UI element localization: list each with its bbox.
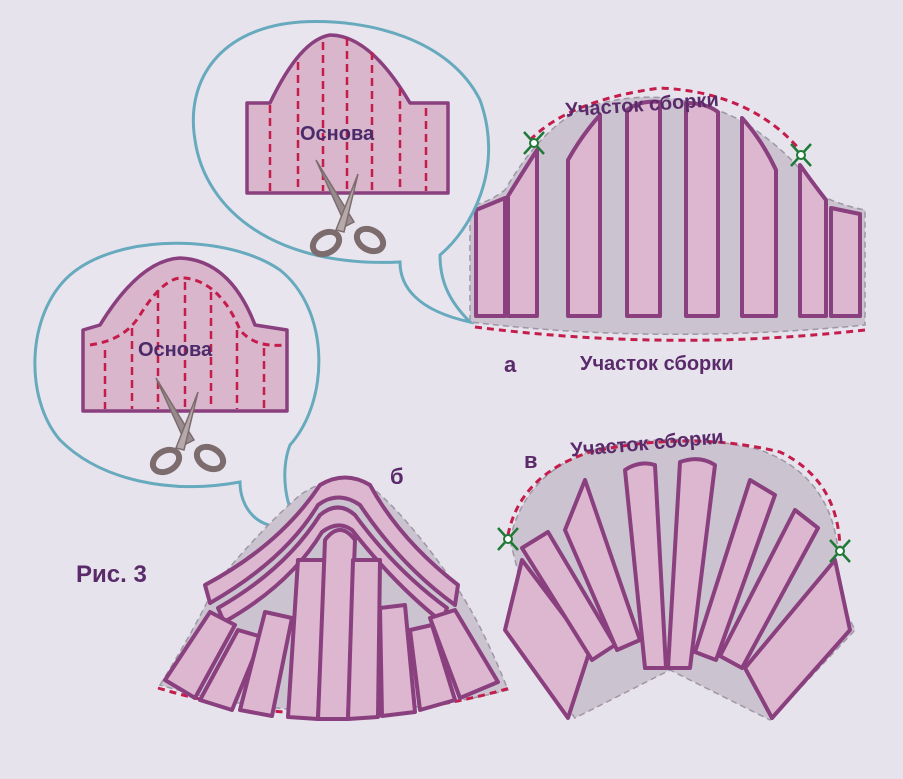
notch-marker-icon (829, 539, 851, 563)
variant-b-outer-band (203, 475, 460, 607)
variant-a-strip (798, 163, 828, 318)
cut-lines (268, 38, 428, 191)
variant-a-strip (506, 148, 539, 318)
variant-v-strip (743, 558, 852, 720)
variant-v-strip (718, 508, 820, 670)
cut-lines (103, 282, 266, 409)
variant-b-strip (346, 558, 382, 721)
variant-a-strip (474, 196, 507, 318)
variant-b-strip (163, 610, 237, 700)
notch-marker-icon (523, 131, 545, 155)
variant-a-gather-top (528, 86, 802, 151)
scissors-icon (149, 377, 227, 476)
figure-caption: Рис. 3 (76, 561, 147, 588)
notch-marker-icon (790, 143, 812, 167)
scissors-icon (309, 159, 387, 258)
variant-a-strip (625, 99, 662, 318)
variant-v-strip (623, 461, 668, 670)
variant-b-strip (316, 528, 357, 721)
bubble-variant-a: Основа (191, 20, 490, 325)
variant-v-strip (666, 457, 717, 670)
variant-v-gather-top (506, 439, 842, 549)
variant-b: б (157, 464, 511, 721)
variant-b-label: б (390, 464, 404, 489)
variant-v-label: в (524, 448, 538, 473)
variant-a-label: а (504, 352, 517, 377)
variant-a: Участок сборки а Участок сборки (469, 86, 866, 377)
variant-a-gather-bottom-label: Участок сборки (580, 353, 734, 375)
variant-a-strip (566, 113, 602, 318)
variant-b-strip (238, 610, 294, 718)
variant-b-strip (428, 608, 500, 700)
variant-a-strip (829, 206, 862, 318)
base-label: Основа (300, 123, 375, 145)
notch-marker-icon (497, 527, 519, 551)
variant-v-strip (693, 478, 777, 662)
base-gather-dash (89, 276, 286, 347)
variant-a-strip (740, 116, 778, 318)
bubble-variant-b: Основа (33, 241, 321, 529)
base-label: Основа (138, 339, 213, 361)
variant-v: Участок сборки в (497, 426, 856, 721)
variant-v-strip (563, 478, 642, 652)
variant-b-strip (378, 603, 417, 718)
variant-a-strip (684, 101, 720, 318)
variant-a-gather-bottom (474, 325, 866, 342)
